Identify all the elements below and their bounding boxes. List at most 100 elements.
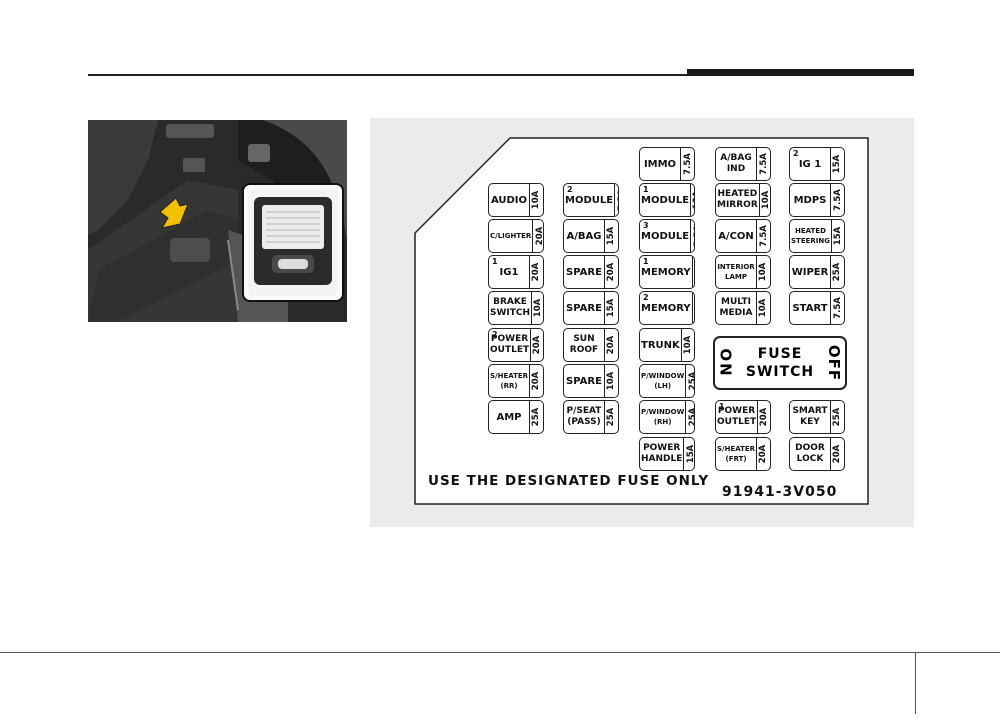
fuse-rating: 10A xyxy=(680,329,694,361)
fuse-label: A/BAG xyxy=(566,230,602,242)
fuse-number: 1 xyxy=(492,257,498,266)
fuse-rating-text: 25A xyxy=(832,262,843,282)
fuse-rating: 10A xyxy=(691,256,694,288)
fuse-rating: 15A xyxy=(683,438,695,470)
fuse-label: P/WINDOW (RH) xyxy=(641,408,685,426)
fuse-mdps[interactable]: MDPS 7.5A xyxy=(789,183,845,217)
fuse-memory-1[interactable]: MEMORY110A xyxy=(639,255,695,289)
fuse-p-window-rh[interactable]: P/WINDOW (RH)25A xyxy=(639,400,695,434)
fuse-rating-text: 7.5A xyxy=(832,189,843,211)
fuse-rating: 7.5A xyxy=(680,148,694,180)
fuse-rating-text: 10A xyxy=(683,335,694,355)
fuse-rating: 10A xyxy=(604,365,618,397)
fuse-switch-label: FUSE SWITCH xyxy=(745,346,815,380)
fuse-rating: 15A xyxy=(604,220,618,252)
fuse-s-heater-rr[interactable]: S/HEATER (RR)20A xyxy=(488,364,544,398)
fuse-rating: 7.5A xyxy=(614,184,619,216)
fuse-rating: 25A xyxy=(529,401,543,433)
fuse-label: START xyxy=(792,302,828,314)
fuse-rating-text: 15A xyxy=(832,154,843,174)
fuse-p-window-lh[interactable]: P/WINDOW (LH)25A xyxy=(639,364,695,398)
fuse-rating-text: 20A xyxy=(606,335,617,355)
fuse-label: HEATED STEERING xyxy=(791,227,830,245)
fuse-rating: 20A xyxy=(604,256,618,288)
fuse-label: SMART KEY xyxy=(792,406,828,427)
fuse-p-seat-pass[interactable]: P/SEAT (PASS) 25A xyxy=(563,400,619,434)
fuse-number: 2 xyxy=(643,293,649,302)
fuse-label: HEATED MIRROR xyxy=(717,189,758,210)
fuse-label: IMMO xyxy=(643,158,677,170)
fuse-cover-inset xyxy=(242,183,344,302)
fuse-sun-roof[interactable]: SUN ROOF 20A xyxy=(563,328,619,362)
fuse-rating-text: 20A xyxy=(832,444,843,464)
fuse-rating-text: 7.5A xyxy=(616,189,619,211)
fuse-rating: 7.5A xyxy=(756,220,770,252)
fuse-cover-illustration xyxy=(248,189,338,296)
fuse-rating: 7.5A xyxy=(691,292,695,324)
fuse-rating: 20A xyxy=(530,329,543,361)
fuse-label: MULTI MEDIA xyxy=(719,297,753,318)
fuse-label: SUN ROOF xyxy=(569,334,599,355)
fuse-number: 1 xyxy=(643,185,649,194)
fuse-rating: 7.5A xyxy=(830,292,844,324)
fuse-rating: 25A xyxy=(830,401,844,433)
fuse-label: POWER HANDLE xyxy=(641,443,683,464)
fuse-label: P/SEAT (PASS) xyxy=(566,406,602,427)
fuse-rating: 20A xyxy=(604,329,618,361)
fuse-label: MDPS xyxy=(793,194,827,206)
fuse-memory-2[interactable]: MEMORY27.5A xyxy=(639,291,695,325)
footer-rule xyxy=(0,652,1000,653)
fuse-number: 2 xyxy=(793,149,799,158)
fuse-rating-text: 7.5A xyxy=(694,297,695,319)
fuse-s-heater-frt[interactable]: S/HEATER (FRT)20A xyxy=(715,437,771,471)
fuse-switch[interactable]: ON FUSE SWITCH OFF xyxy=(713,336,847,390)
fuse-rating-text: 10A xyxy=(692,190,695,210)
fuse-rating-text: 10A xyxy=(533,298,544,318)
fuse-location-photo xyxy=(88,120,347,322)
fuse-label: INTERIOR LAMP xyxy=(717,263,755,281)
fuse-rating-text: 10A xyxy=(531,190,542,210)
fuse-label: SPARE xyxy=(566,266,602,278)
fuse-rating-text: 15A xyxy=(685,444,695,464)
fuse-rating-text: 25A xyxy=(606,407,617,427)
designated-fuse-notice: USE THE DESIGNATED FUSE ONLY xyxy=(428,473,710,489)
fuse-label: SPARE xyxy=(566,302,602,314)
fuse-label: SPARE xyxy=(566,375,602,387)
fuse-rating: 20A xyxy=(830,438,844,470)
